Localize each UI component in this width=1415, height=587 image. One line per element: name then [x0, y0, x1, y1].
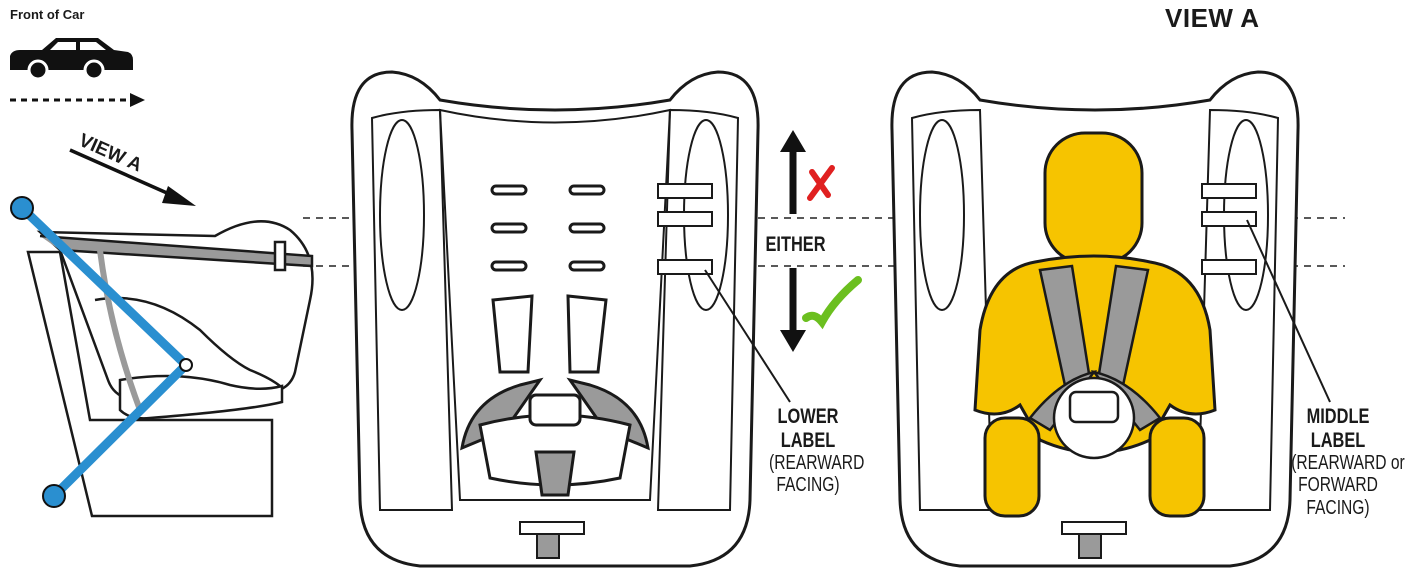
- support-leg-pivot: [179, 358, 193, 372]
- support-leg: [17, 203, 191, 501]
- check-mark-icon: [802, 276, 862, 330]
- cross-mark-icon: [807, 165, 835, 201]
- child-figure: [973, 131, 1217, 518]
- lower-label-line4: FACING): [776, 474, 840, 497]
- either-arrows: [780, 130, 806, 352]
- support-leg-bottom-joint: [42, 484, 66, 508]
- side-view: [26, 220, 314, 518]
- lower-label-line3: (REARWARD: [769, 452, 865, 475]
- view-a-title: VIEW A: [1165, 3, 1260, 33]
- middle-label-line3: (REARWARD or: [1291, 452, 1405, 475]
- empty-seat-front-view: [350, 70, 760, 568]
- either-text: EITHER: [765, 233, 826, 256]
- front-of-car-label: Front of Car: [10, 7, 85, 22]
- view-a-arrow: [69, 148, 196, 206]
- middle-label: MIDDLE LABEL (REARWARD or FORWARD FACING…: [1291, 405, 1405, 519]
- support-leg-top-joint: [10, 196, 34, 220]
- harness: [1028, 264, 1162, 460]
- lower-label: LOWER LABEL (REARWARD FACING): [769, 405, 865, 497]
- lower-label-line1: LOWER: [777, 405, 839, 428]
- middle-label-line4: FORWARD: [1298, 474, 1378, 497]
- middle-label-line1: MIDDLE: [1306, 405, 1370, 428]
- lower-label-pointer: [704, 269, 791, 403]
- middle-label-pointer: [1246, 219, 1331, 403]
- middle-label-line5: FACING): [1306, 496, 1370, 519]
- car-icon: [10, 38, 133, 81]
- either-label: EITHER: [757, 233, 834, 257]
- direction-arrow: [10, 93, 145, 107]
- lower-label-line2: LABEL: [780, 428, 836, 452]
- middle-label-line2: LABEL: [1310, 428, 1366, 452]
